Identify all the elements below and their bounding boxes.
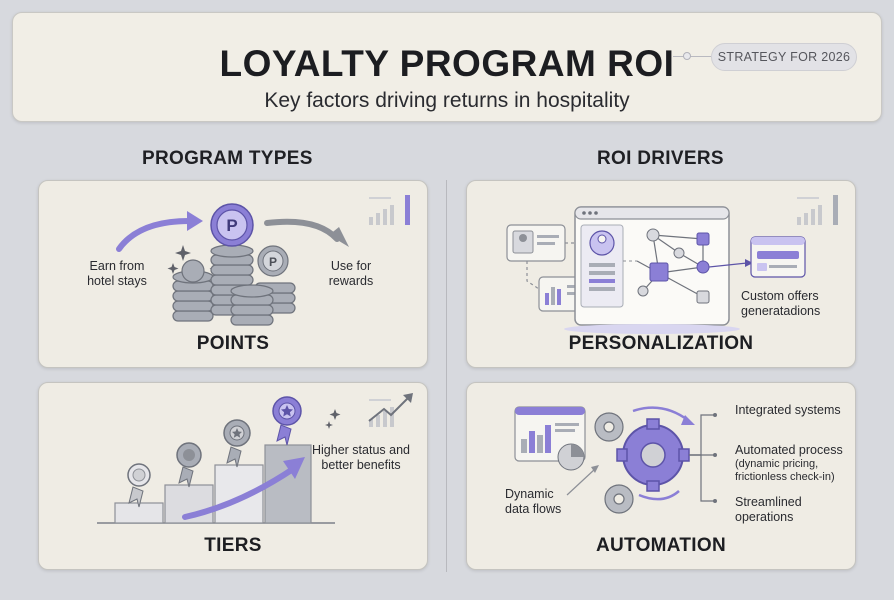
label-integrated: Integrated systems [735, 403, 841, 417]
label-streamlined: Streamlined operations [735, 495, 802, 524]
card-automation: Dynamic data flows Integrated systems Au… [466, 382, 856, 570]
coin-symbol: P [226, 216, 237, 235]
section-title-program-types: PROGRAM TYPES [142, 148, 313, 169]
tiers-illustration [97, 393, 413, 524]
offer-card-icon [750, 236, 806, 278]
header-panel: LOYALTY PROGRAM ROI Key factors driving … [12, 12, 882, 122]
label-use: Use for rewards [328, 259, 374, 288]
sparkle-icon [325, 409, 341, 429]
automation-illustration [514, 406, 717, 514]
personalization-illustration [506, 195, 838, 334]
label-earn: Earn from hotel stays [87, 259, 147, 288]
label-automated-detail: (dynamic pricing, frictionless check-in) [735, 458, 835, 483]
card-title-tiers: TIERS [204, 535, 262, 556]
card-title-points: POINTS [196, 333, 270, 354]
profile-card-icon [506, 224, 566, 262]
use-arrow-icon [264, 218, 349, 247]
badge-connector [673, 56, 711, 57]
section-title-roi-drivers: ROI DRIVERS [597, 148, 724, 169]
strategy-badge: STRATEGY FOR 2026 [711, 43, 857, 71]
bronze-medal-icon [127, 463, 151, 508]
main-gear-icon [616, 418, 690, 492]
platinum-medal-icon [272, 396, 302, 446]
earn-arrow-icon [116, 211, 203, 252]
coin-stacks-icon: P P [172, 203, 296, 326]
label-automated: Automated process [735, 443, 843, 457]
growth-arrow-icon [182, 457, 305, 520]
card-title-automation: AUTOMATION [595, 535, 726, 556]
small-gear-icon [594, 412, 624, 442]
label-dynamic-data: Dynamic data flows [505, 487, 562, 516]
coin-symbol-2: P [269, 255, 277, 269]
card-title-personalization: PERSONALIZATION [568, 333, 754, 354]
mini-bar-chart-icon [797, 195, 838, 225]
label-custom-offers: Custom offers generatadions [741, 289, 821, 318]
mini-bar-chart-icon [369, 195, 410, 225]
output-connectors [689, 414, 715, 502]
badge-connector-dot [683, 52, 691, 60]
page-title: LOYALTY PROGRAM ROI [219, 43, 675, 84]
page-subtitle: Key factors driving returns in hospitali… [264, 89, 630, 112]
bottom-gear-icon [604, 484, 634, 514]
gold-medal-icon [223, 419, 251, 468]
card-personalization: Custom offers generatadions PERSONALIZAT… [466, 180, 856, 368]
card-tiers: Higher status and better benefits TIERS [38, 382, 428, 570]
growth-chart-icon [368, 393, 413, 427]
silver-medal-icon [176, 442, 202, 488]
points-illustration: P P [116, 195, 410, 326]
browser-window-icon [574, 206, 730, 326]
dashboard-icon [514, 406, 586, 471]
label-higher-status: Higher status and better benefits [312, 443, 410, 472]
card-points: P P Earn from hotel stays Use for reward… [38, 180, 428, 368]
column-divider [446, 180, 447, 572]
